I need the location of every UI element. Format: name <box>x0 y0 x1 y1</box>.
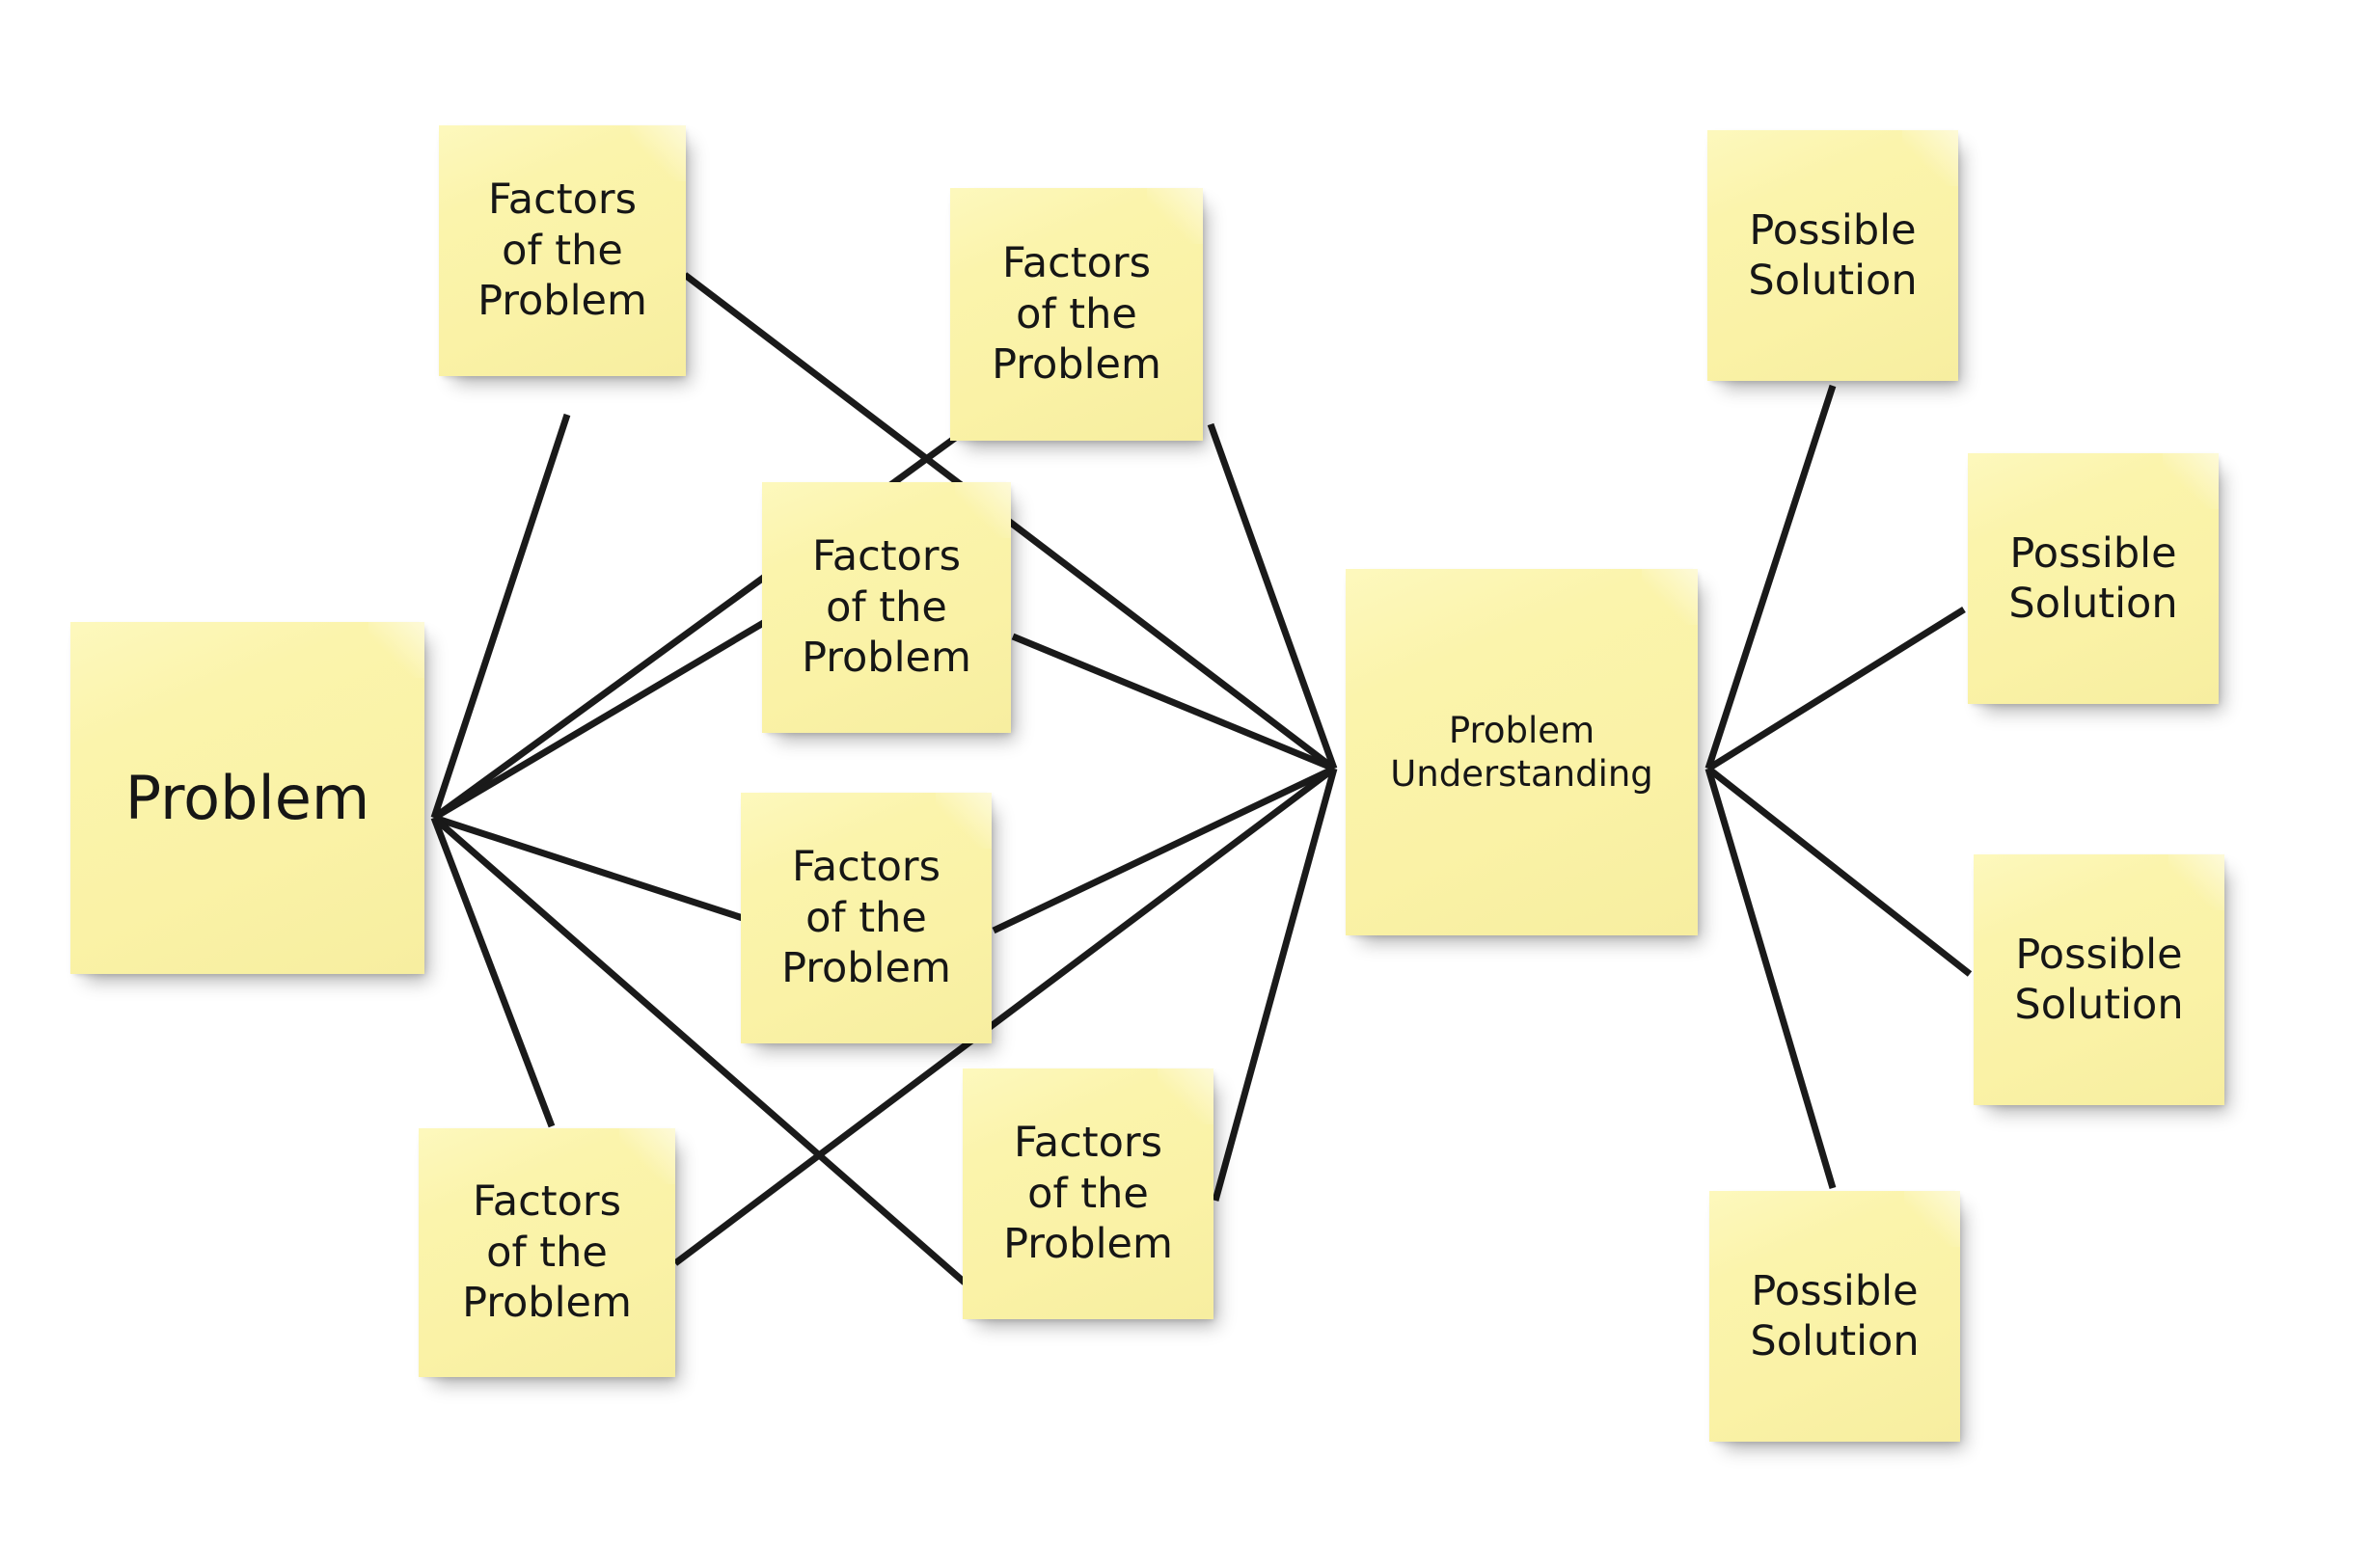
sticky-note-factor-2[interactable]: Factors of the Problem <box>950 188 1203 441</box>
note-corner-fold-icon <box>2163 453 2219 509</box>
note-corner-fold-icon <box>619 1128 675 1184</box>
sticky-note-factor-3[interactable]: Factors of the Problem <box>762 482 1011 733</box>
connector-line <box>432 618 767 822</box>
sticky-note-label: Possible Solution <box>1748 205 1918 305</box>
sticky-note-solution-2[interactable]: Possible Solution <box>1968 453 2219 704</box>
sticky-note-label: Factors of the Problem <box>992 239 1161 390</box>
sticky-note-factor-5[interactable]: Factors of the Problem <box>419 1128 675 1377</box>
note-corner-fold-icon <box>1158 1068 1213 1124</box>
sticky-note-solution-4[interactable]: Possible Solution <box>1709 1191 1960 1442</box>
note-corner-fold-icon <box>1904 1191 1960 1247</box>
connector-line <box>430 413 571 820</box>
sticky-note-factor-1[interactable]: Factors of the Problem <box>439 125 686 376</box>
connector-line <box>430 816 556 1128</box>
note-corner-fold-icon <box>1642 569 1698 625</box>
connector-line <box>1705 766 1973 977</box>
sticky-note-label: Factors of the Problem <box>477 176 647 326</box>
sticky-note-label: Possible Solution <box>1750 1266 1920 1365</box>
sticky-note-label: Problem Understanding <box>1390 709 1653 795</box>
sticky-note-problem[interactable]: Problem <box>70 622 424 974</box>
sticky-note-label: Problem <box>124 762 370 833</box>
note-corner-fold-icon <box>1902 130 1958 186</box>
sticky-note-label: Factors of the Problem <box>462 1177 632 1328</box>
connector-line <box>1706 607 1966 771</box>
connector-line <box>992 765 1336 934</box>
note-corner-fold-icon <box>630 125 686 181</box>
sticky-note-solution-1[interactable]: Possible Solution <box>1707 130 1958 381</box>
connector-line <box>1704 768 1837 1189</box>
connector-line <box>432 814 745 922</box>
sticky-note-factor-4[interactable]: Factors of the Problem <box>741 793 992 1043</box>
note-corner-fold-icon <box>368 622 424 678</box>
sticky-note-solution-3[interactable]: Possible Solution <box>1974 854 2224 1105</box>
connector-line <box>1011 633 1336 772</box>
sticky-note-understanding[interactable]: Problem Understanding <box>1346 569 1698 935</box>
note-corner-fold-icon <box>955 482 1011 538</box>
note-corner-fold-icon <box>1147 188 1203 244</box>
sticky-note-factor-6[interactable]: Factors of the Problem <box>963 1068 1213 1319</box>
sticky-note-label: Factors of the Problem <box>781 843 951 993</box>
sticky-note-label: Possible Solution <box>2014 930 2184 1029</box>
connector-line <box>1212 768 1338 1202</box>
sticky-note-label: Factors of the Problem <box>1003 1119 1173 1269</box>
note-corner-fold-icon <box>2168 854 2224 910</box>
connector-line <box>1704 384 1837 770</box>
connector-line <box>1207 422 1338 770</box>
sticky-note-label: Possible Solution <box>2008 528 2178 628</box>
note-corner-fold-icon <box>936 793 992 849</box>
sticky-note-label: Factors of the Problem <box>802 532 971 683</box>
